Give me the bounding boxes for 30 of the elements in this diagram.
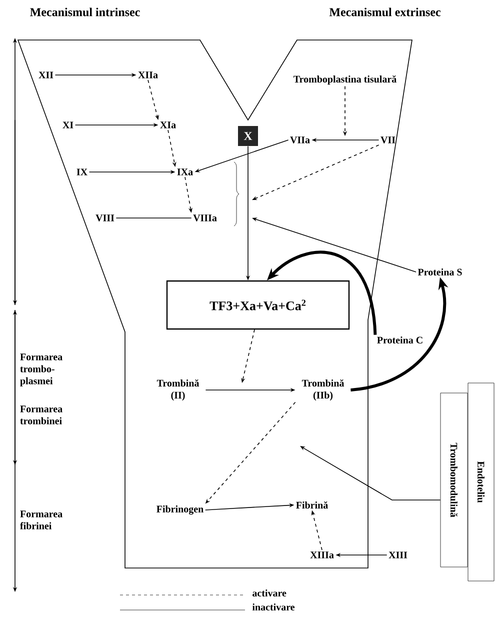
factor-label: XIIa [138,72,158,78]
factor-label: XIa [160,122,176,128]
factor-box: X [238,126,258,146]
factor-label: Fibrină [296,501,328,509]
factor-label: Proteina C [377,336,422,344]
factor-label: IXa [177,168,193,176]
complex-box: TF3+Xa+Va+Ca$^{2}$ [166,280,350,330]
heading: Mecanismul intrinsec [30,8,140,16]
vertical-box: Trombomodulină [440,392,468,568]
vertical-box: Endoteliu [468,382,494,582]
factor-label: Tromboplastina tisulară [294,75,396,85]
factor-label: VIIIa [193,214,217,222]
phase-label: Formarea trombo-plasmei [20,354,62,386]
factor-label: Fibrinogen [156,505,204,515]
factor-label: XI [62,122,74,128]
factor-label: IX [76,168,88,176]
factor-label: VII [380,136,396,144]
phase-label: Formarea trombinei [20,406,62,424]
heading: Mecanismul extrinsec [329,8,441,16]
factor-label: Trombină (II) [156,379,200,401]
factor-label: Proteina S [418,268,462,276]
legend-text: inactivare [252,603,295,611]
factor-label: XIII [388,552,408,558]
factor-label: VIIa [290,136,310,144]
factor-label: XIIIa [310,552,334,558]
factor-label: XII [38,72,54,78]
phase-label: Formarea fibrinei [20,510,62,530]
factor-label: VIII [96,214,114,222]
factor-label: Trombină (IIb) [302,379,344,401]
legend-text: activare [252,589,286,597]
